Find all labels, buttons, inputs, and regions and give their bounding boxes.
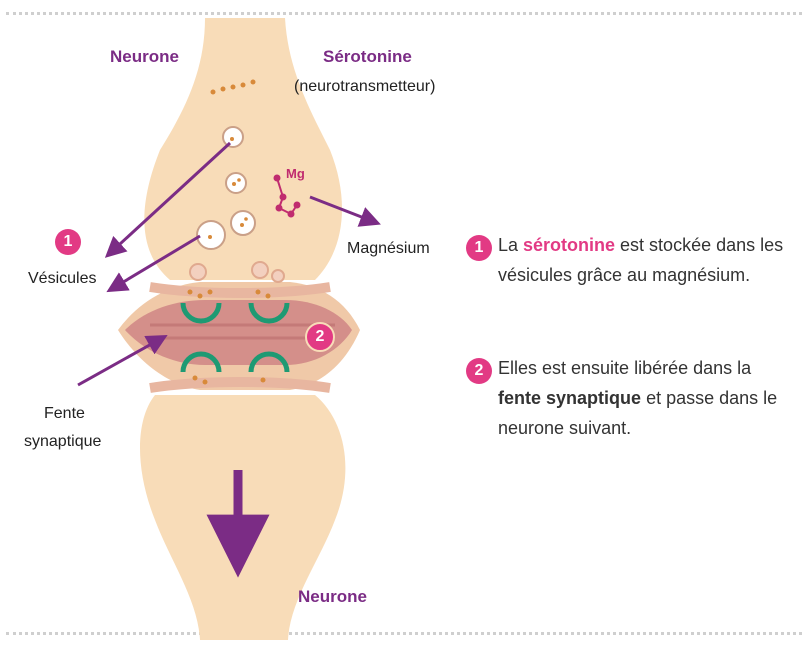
marker-1-badge: 1 (55, 229, 81, 255)
legend-1-highlight: sérotonine (523, 235, 615, 255)
legend-2-badge: 2 (466, 358, 492, 384)
legend-1-text: La sérotonine est stockée dans les vésic… (498, 230, 788, 290)
legend-1-badge: 1 (466, 235, 492, 261)
fente-label-line1: Fente (44, 405, 85, 423)
legend-2-highlight1: fente (498, 388, 541, 408)
neurotransmetteur-label: (neurotransmetteur) (294, 78, 435, 96)
legend-2-highlight2: synaptique (546, 388, 641, 408)
fente-label-line2: synaptique (24, 433, 101, 451)
serotonine-label: Sérotonine (323, 47, 412, 67)
magnesium-label: Magnésium (347, 240, 430, 258)
mg-label: Mg (286, 166, 305, 181)
legend-2-text: Elles est ensuite libérée dans la fente … (498, 353, 798, 443)
vesicules-label: Vésicules (28, 270, 96, 288)
neurone-bottom-label: Neurone (298, 587, 367, 607)
legend-2-prefix: Elles est ensuite libérée dans la (498, 358, 751, 378)
neurone-top-label: Neurone (110, 47, 179, 67)
legend-1-prefix: La (498, 235, 523, 255)
marker-2-badge: 2 (305, 322, 335, 352)
